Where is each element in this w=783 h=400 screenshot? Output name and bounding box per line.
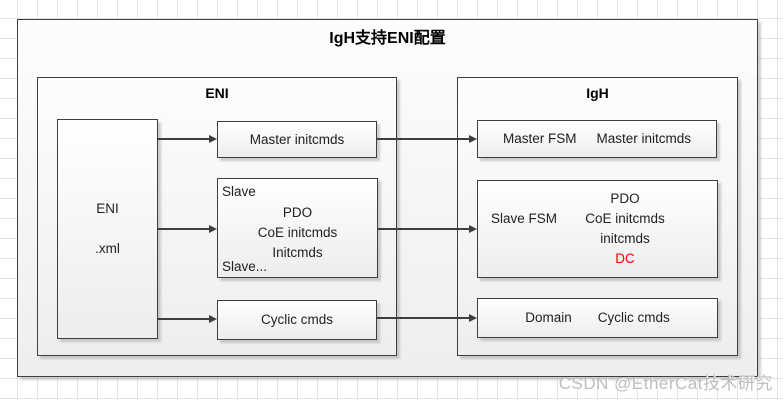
igh-slave-line-initcmds: initcmds <box>600 231 650 246</box>
arrow-xml-to-master-initcmds <box>158 134 217 144</box>
arrow-cyclic-to-domain <box>377 313 477 323</box>
eni-slave-line-coe: CoE initcmds <box>257 225 338 240</box>
master-fsm-label: Master FSM <box>502 131 577 146</box>
eni-slave-line-pdo: PDO <box>282 205 313 220</box>
eni-master-initcmds-box: Master initcmds <box>217 121 377 158</box>
igh-container-title: IgH <box>586 85 609 101</box>
eni-cyclic-cmds-box: Cyclic cmds <box>217 300 377 340</box>
eni-slave-lines: PDO CoE initcmds Initcmds <box>218 203 377 263</box>
eni-slave-bottom-label: Slave... <box>222 259 268 274</box>
eni-slave-line-initcmds: Initcmds <box>272 245 323 260</box>
dc-label: DC <box>615 251 635 266</box>
page-title: IgH支持ENI配置 <box>329 30 446 47</box>
arrow-slave-to-igh <box>378 224 477 234</box>
eni-container-title: ENI <box>205 85 229 101</box>
igh-slave-line-pdo: PDO <box>610 191 640 206</box>
igh-slave-lines: PDO CoE initcmds initcmds DC <box>568 189 682 269</box>
slave-fsm-label: Slave FSM <box>491 211 558 226</box>
watermark: CSDN @EtherCat技术研究 <box>558 374 773 393</box>
igh-master-box: Master FSM Master initcmds <box>477 120 717 158</box>
arrow-master-initcmds-to-igh <box>377 134 477 144</box>
master-initcmds-label: Master initcmds <box>596 131 692 146</box>
igh-cyclic-cmds-label: Cyclic cmds <box>597 310 670 325</box>
eni-cyclic-cmds-label: Cyclic cmds <box>260 312 333 327</box>
eni-slave-box: Slave PDO CoE initcmds Initcmds Slave... <box>217 178 378 278</box>
eni-xml-line2: .xml <box>95 241 120 256</box>
eni-xml-line1: ENI <box>96 201 119 216</box>
igh-domain-box: Domain Cyclic cmds <box>477 298 718 338</box>
eni-xml-box: ENI .xml <box>57 119 158 339</box>
igh-slave-box: Slave FSM PDO CoE initcmds initcmds DC <box>477 180 718 278</box>
arrow-xml-to-slave <box>158 224 217 234</box>
eni-slave-top-label: Slave <box>222 184 256 199</box>
igh-slave-line-coe: CoE initcmds <box>585 211 665 226</box>
eni-master-initcmds-label: Master initcmds <box>249 131 345 147</box>
arrow-xml-to-cyclic <box>158 314 217 324</box>
domain-label: Domain <box>525 310 572 325</box>
